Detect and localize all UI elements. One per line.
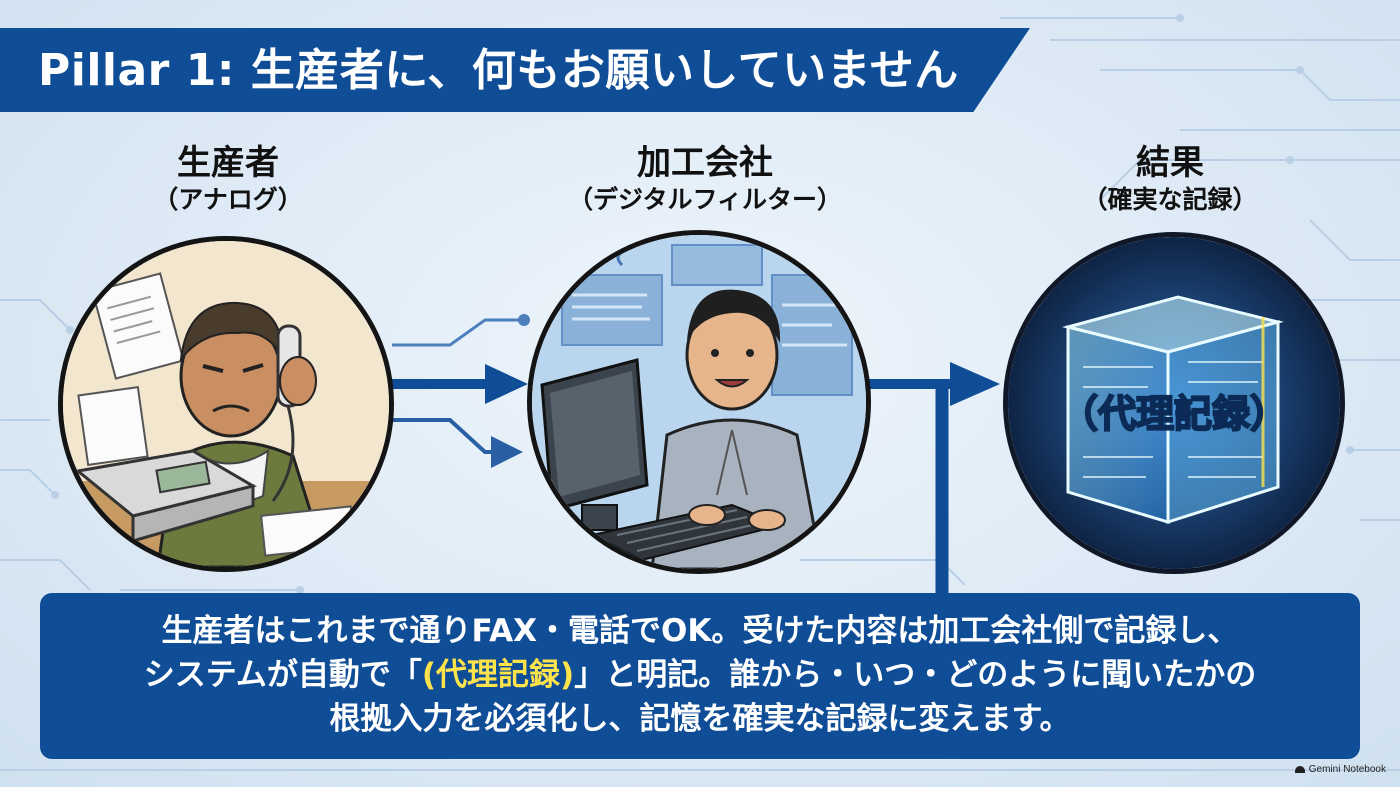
producer-title: 生産者 [177,143,279,183]
processor-subtitle: （デジタルフィルター） [567,185,842,214]
result-illustration: （代理記録） [1003,232,1345,574]
processor-heading: 加工会社 （デジタルフィルター） [535,142,875,216]
result-subtitle: （確実な記録） [1082,185,1258,214]
watermark: Gemini Notebook [1294,764,1386,775]
producer-illustration [58,236,394,572]
result-title: 結果 [1136,143,1204,183]
info-line-1: 生産者はこれまで通りFAX・電話でOK。受けた内容は加工会社側で記録し、 [161,613,1239,649]
producer-heading: 生産者 （アナログ） [108,142,348,216]
result-heading: 結果 （確実な記録） [1055,142,1285,216]
data-cube-icon [1062,295,1284,525]
cube-label: （代理記録） [1060,392,1288,436]
fax-machine-icon [74,449,257,543]
watermark-text: Gemini Notebook [1308,764,1386,775]
info-line-2: システムが自動で「(代理記録)」と明記。誰から・いつ・どのように聞いたかの [40,653,1360,697]
info-line-3: 根拠入力を必須化し、記憶を確実な記録に変えます。 [329,701,1071,737]
producer-subtitle: （アナログ） [153,185,303,214]
processor-illustration [527,230,871,574]
page-title: Pillar 1: 生産者に、何もお願いしていません [38,45,959,96]
fax-paper-icon [77,272,185,466]
notebook-logo-icon [1294,766,1305,773]
info-box: 生産者はこれまで通りFAX・電話でOK。受けた内容は加工会社側で記録し、 システ… [40,593,1360,759]
info-line-2-pre: システムが自動で「 [143,657,422,693]
monitor-icon [540,358,649,531]
title-banner [0,28,1030,112]
info-highlight: (代理記録) [421,657,575,693]
processor-title: 加工会社 [637,143,773,183]
info-line-2-post: 」と明記。誰から・いつ・どのように聞いたかの [574,657,1257,693]
